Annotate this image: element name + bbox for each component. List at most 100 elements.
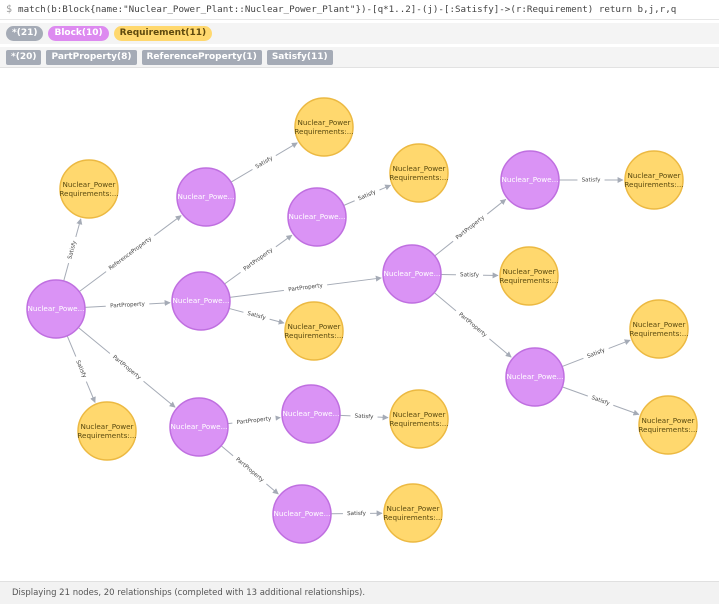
relationship-partproperty[interactable]: PartProperty: [434, 198, 507, 257]
status-text: Displaying 21 nodes, 20 relationships (c…: [12, 588, 366, 598]
relationship-partproperty[interactable]: PartProperty: [78, 327, 176, 408]
node-block-circle[interactable]: [272, 484, 332, 544]
relationship-satisfy[interactable]: Satisfy: [343, 184, 392, 206]
node-requirement-label-line2: Requirements:...: [284, 331, 343, 340]
node-requirement-circle[interactable]: [59, 159, 119, 219]
node-requirement-circle[interactable]: [77, 401, 137, 461]
node-requirement-circle[interactable]: [284, 301, 344, 361]
node-requirement-circle[interactable]: [389, 389, 449, 449]
node-block-label: Nuclear_Powe...: [289, 212, 346, 221]
nodes-layer: Nuclear_Powe... Nuclear_Powe... Nuclear_Po…: [26, 97, 698, 544]
node-requirement[interactable]: Nuclear_PowerRequirements:...: [294, 97, 354, 157]
node-requirement-label-line2: Requirements:...: [294, 127, 353, 136]
relationship-label-bg: [231, 414, 277, 428]
node-block[interactable]: Nuclear_Powe...: [287, 187, 347, 247]
node-requirement[interactable]: Nuclear_PowerRequirements:...: [284, 301, 344, 361]
node-block[interactable]: Nuclear_Powe...: [171, 271, 231, 331]
relationship-partproperty[interactable]: PartProperty: [227, 414, 281, 428]
node-block-circle[interactable]: [500, 150, 560, 210]
node-requirement-circle[interactable]: [383, 483, 443, 543]
node-requirement-label-line2: Requirements:...: [499, 276, 558, 285]
type-filter-row: *(20) PartProperty(8) ReferenceProperty(…: [0, 47, 719, 68]
relationship-satisfy[interactable]: Satisfy: [330, 509, 383, 518]
relationship-partproperty[interactable]: PartProperty: [220, 445, 279, 495]
node-block-circle[interactable]: [176, 167, 236, 227]
label-filter-all[interactable]: *(21): [6, 26, 44, 41]
node-block[interactable]: Nuclear_Powe...: [176, 167, 236, 227]
node-block[interactable]: Nuclear_Powe...: [500, 150, 560, 210]
type-filter-all[interactable]: *(20): [6, 49, 42, 65]
relationship-label: Satisfy: [67, 240, 78, 260]
query-text[interactable]: match(b:Block{name:"Nuclear_Power_Plant:…: [18, 4, 677, 15]
query-bar[interactable]: $ match(b:Block{name:"Nuclear_Power_Plan…: [0, 0, 719, 20]
node-requirement-circle[interactable]: [389, 143, 449, 203]
node-requirement[interactable]: Nuclear_PowerRequirements:...: [77, 401, 137, 461]
relationship-label-bg: [450, 210, 490, 245]
node-block[interactable]: Nuclear_Powe...: [382, 244, 442, 304]
relationship-label-bg: [250, 152, 278, 173]
node-requirement-label-line2: Requirements:...: [59, 189, 118, 198]
relationship-satisfy[interactable]: Satisfy: [559, 176, 624, 184]
node-block-label: Nuclear_Powe...: [507, 372, 564, 381]
node-requirement[interactable]: Nuclear_PowerRequirements:...: [624, 150, 684, 210]
node-requirement[interactable]: Nuclear_PowerRequirements:...: [383, 483, 443, 543]
node-block-circle[interactable]: [287, 187, 347, 247]
relationship-label-bg: [342, 509, 371, 518]
node-requirement-label-line1: Nuclear_Power: [81, 422, 134, 431]
relationship-label-bg: [581, 344, 611, 362]
relationship-satisfy[interactable]: Satisfy: [339, 411, 389, 422]
node-requirement-label-line1: Nuclear_Power: [63, 180, 116, 189]
node-requirement[interactable]: Nuclear_PowerRequirements:...: [638, 395, 698, 455]
node-requirement[interactable]: Nuclear_PowerRequirements:...: [389, 389, 449, 449]
label-filter-block[interactable]: Block(10): [48, 26, 109, 41]
relationship-satisfy[interactable]: Satisfy: [230, 142, 298, 183]
relationship-referenceproperty[interactable]: ReferenceProperty: [78, 215, 182, 293]
node-block-circle[interactable]: [171, 271, 231, 331]
type-filter-referenceproperty[interactable]: ReferenceProperty(1): [141, 49, 262, 65]
node-block-label: Nuclear_Powe...: [173, 296, 230, 305]
node-requirement[interactable]: Nuclear_PowerRequirements:...: [389, 143, 449, 203]
relationship-partproperty[interactable]: PartProperty: [433, 292, 512, 358]
node-requirement-circle[interactable]: [629, 299, 689, 359]
relationship-satisfy[interactable]: Satisfy: [561, 339, 631, 367]
node-block-circle[interactable]: [169, 397, 229, 457]
node-block[interactable]: Nuclear_Powe...: [26, 279, 86, 339]
node-block[interactable]: Nuclear_Powe...: [281, 384, 341, 444]
relationship-label: Satisfy: [255, 155, 275, 170]
relationship-satisfy[interactable]: Satisfy: [66, 335, 96, 403]
relationship-satisfy[interactable]: Satisfy: [228, 307, 285, 325]
relationship-partproperty[interactable]: PartProperty: [229, 275, 382, 298]
query-prompt: $: [6, 4, 13, 15]
type-filter-satisfy[interactable]: Satisfy(11): [266, 49, 333, 65]
node-requirement-circle[interactable]: [499, 246, 559, 306]
node-block[interactable]: Nuclear_Powe...: [505, 347, 565, 407]
node-block-circle[interactable]: [382, 244, 442, 304]
type-filter-partproperty[interactable]: PartProperty(8): [46, 49, 137, 65]
relationship-label-bg: [283, 280, 328, 295]
relationship-satisfy[interactable]: Satisfy: [63, 218, 83, 282]
node-requirement-circle[interactable]: [294, 97, 354, 157]
node-requirement[interactable]: Nuclear_PowerRequirements:...: [499, 246, 559, 306]
node-block-circle[interactable]: [281, 384, 341, 444]
node-requirement[interactable]: Nuclear_PowerRequirements:...: [59, 159, 119, 219]
node-block[interactable]: Nuclear_Powe...: [272, 484, 332, 544]
relationship-partproperty[interactable]: PartProperty: [84, 299, 171, 311]
label-filter-requirement[interactable]: Requirement(11): [113, 26, 213, 41]
node-block[interactable]: Nuclear_Powe...: [169, 397, 229, 457]
relationship-satisfy[interactable]: Satisfy: [440, 270, 499, 280]
relationship-label-bg: [455, 270, 484, 280]
node-block-label: Nuclear_Powe...: [28, 304, 85, 313]
node-block-circle[interactable]: [505, 347, 565, 407]
node-requirement-circle[interactable]: [638, 395, 698, 455]
node-requirement[interactable]: Nuclear_PowerRequirements:...: [629, 299, 689, 359]
node-block-circle[interactable]: [26, 279, 86, 339]
relationship-satisfy[interactable]: Satisfy: [562, 386, 640, 416]
node-requirement-label-line1: Nuclear_Power: [628, 171, 681, 180]
node-requirement-label-line2: Requirements:...: [389, 173, 448, 182]
node-requirement-circle[interactable]: [624, 150, 684, 210]
relationship-label-bg: [72, 355, 91, 384]
relationship-partproperty[interactable]: PartProperty: [224, 234, 293, 285]
